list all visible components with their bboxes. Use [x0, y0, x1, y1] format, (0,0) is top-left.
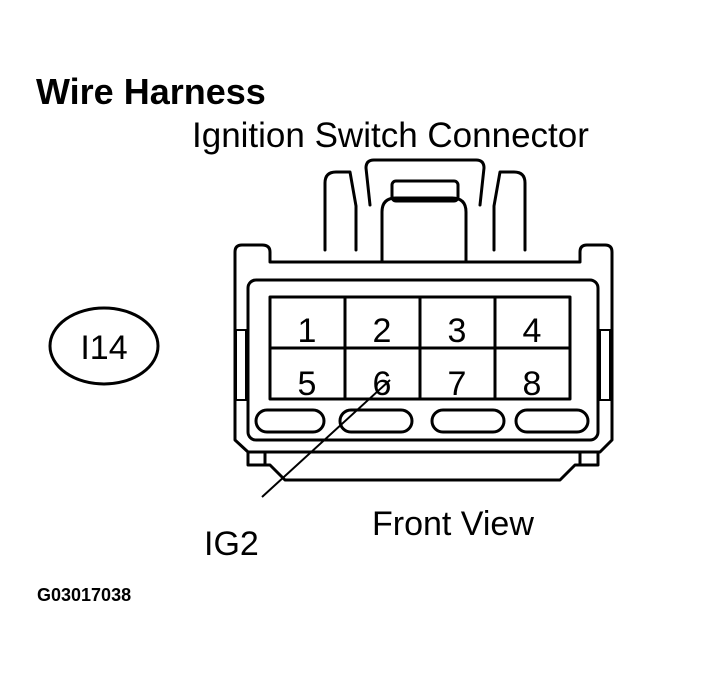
pin-4: 4 — [523, 312, 542, 350]
diagram-title: Wire Harness — [36, 71, 266, 112]
pin-grid: 1 2 3 4 5 6 7 8 — [268, 295, 572, 403]
connector-housing — [233, 158, 614, 482]
pin-8: 8 — [523, 365, 542, 403]
ig2-leader-line — [261, 379, 391, 498]
figure-code: G03017038 — [37, 585, 131, 605]
connector-id-badge: I14 — [48, 306, 160, 386]
signal-label: IG2 — [204, 525, 259, 563]
connector-name: Ignition Switch Connector — [192, 116, 589, 155]
pin-6: 6 — [373, 365, 392, 403]
pin-2: 2 — [373, 312, 392, 350]
terminal-slots — [254, 408, 590, 434]
view-label: Front View — [372, 505, 534, 543]
connector-id-label: I14 — [80, 329, 127, 367]
pin-3: 3 — [448, 312, 467, 350]
pin-1: 1 — [298, 312, 317, 350]
pin-7: 7 — [448, 365, 467, 403]
pin-5: 5 — [298, 365, 317, 403]
